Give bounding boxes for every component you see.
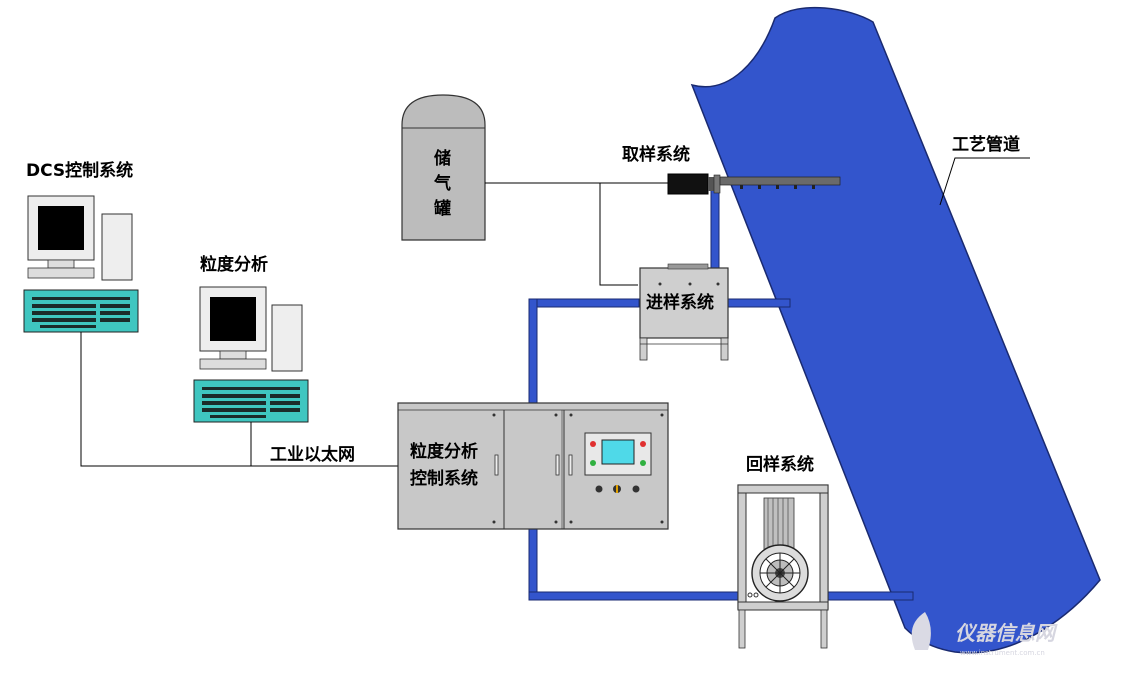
analysis-label: 粒度分析 [200, 254, 268, 275]
tank-char-3: 罐 [433, 198, 451, 219]
controller-label-line1: 粒度分析 [410, 441, 478, 462]
analysis-screen [210, 297, 256, 341]
gas-lines [485, 182, 668, 286]
watermark-logo-icon [911, 612, 931, 650]
analysis-workstation [193, 286, 309, 423]
watermark: 仪器信息网 www.instrument.com.cn [911, 612, 1058, 657]
dcs-screen [38, 206, 84, 250]
led-red-left [590, 441, 596, 447]
led-green-left [590, 460, 596, 466]
led-green-right [640, 460, 646, 466]
controller-label-line2: 控制系统 [410, 468, 478, 489]
ethernet-label: 工业以太网 [270, 444, 355, 465]
feed-unit [639, 263, 729, 361]
sampling-probe [667, 173, 841, 195]
tank-char-2: 气 [433, 173, 451, 194]
tank-char-1: 储 [434, 148, 451, 169]
watermark-text: 仪器信息网 [955, 621, 1058, 645]
controller-cabinet [397, 402, 669, 530]
ethernet-lines [80, 332, 398, 467]
feed-label: 进样系统 [646, 292, 714, 313]
led-red-right [640, 441, 646, 447]
dcs-workstation [23, 195, 139, 333]
return-label: 回样系统 [746, 454, 814, 475]
dcs-label: DCS控制系统 [26, 160, 133, 181]
watermark-sub: www.instrument.com.cn [960, 649, 1045, 657]
process-pipe [690, 6, 1101, 654]
return-unit [737, 484, 829, 649]
hmi-screen [601, 439, 635, 465]
process-pipe-label: 工艺管道 [952, 134, 1020, 155]
process-pipe-leader [939, 157, 1030, 206]
gas-tank: 储 气 罐 [401, 94, 486, 241]
sampling-label: 取样系统 [622, 144, 690, 165]
